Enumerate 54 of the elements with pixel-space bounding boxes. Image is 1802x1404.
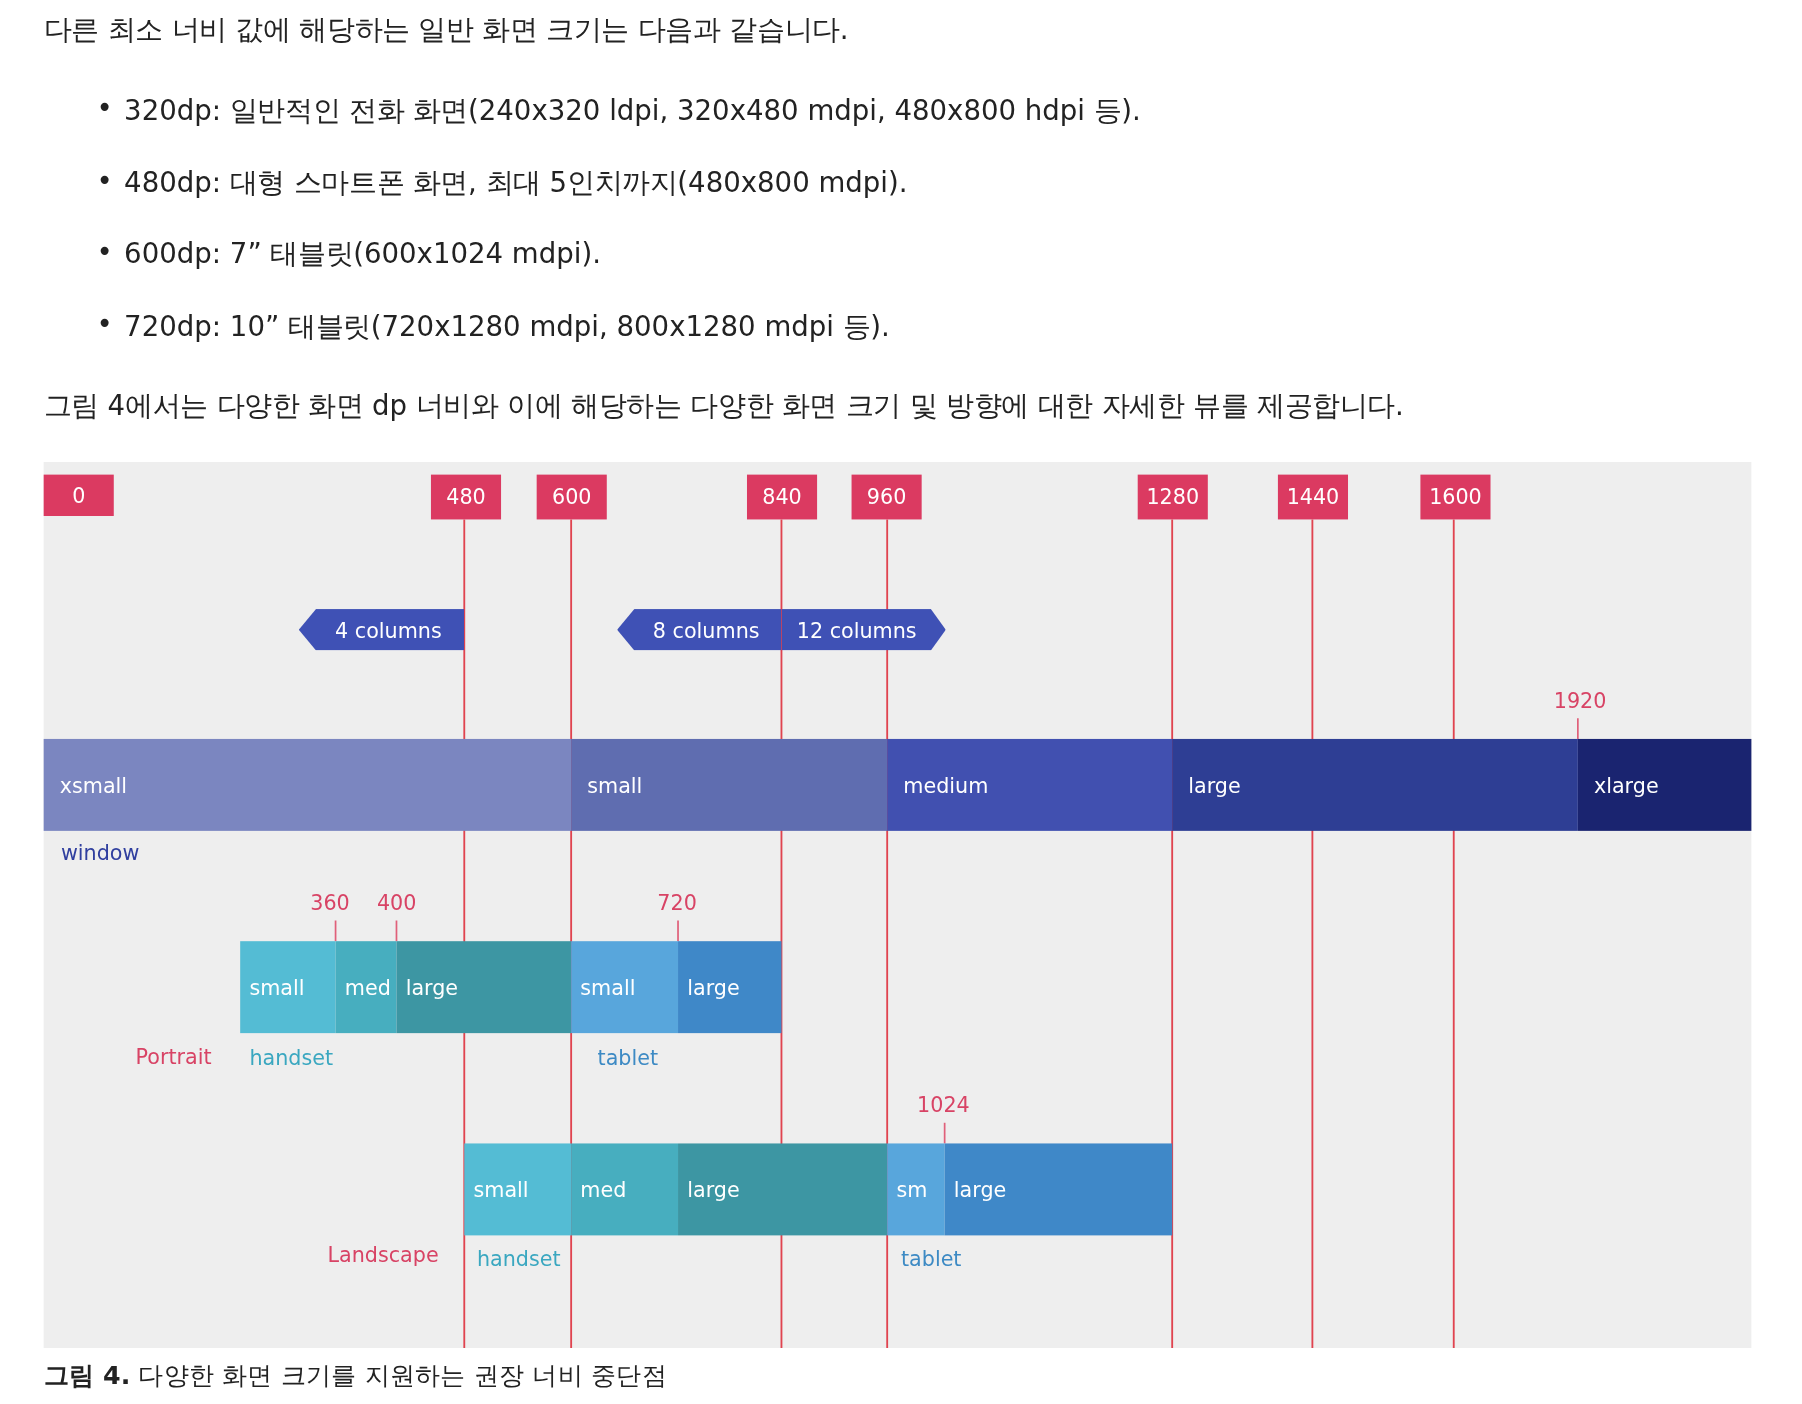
- device-segment: small: [240, 941, 336, 1034]
- bullet-item: 600dp: 7” 태블릿(600x1024 mdpi).: [124, 236, 601, 273]
- leader-line: [395, 919, 398, 943]
- group-label: handset: [249, 1045, 334, 1072]
- window-band: xlarge: [1577, 738, 1752, 831]
- breakpoint-tag: 600: [536, 474, 607, 520]
- bullet-mark: •: [96, 164, 113, 197]
- value-label: 720: [657, 890, 697, 916]
- breakpoint-tag: 1600: [1420, 474, 1491, 520]
- device-segment: med: [571, 1143, 679, 1236]
- bullet-mark: •: [96, 308, 113, 341]
- group-label: tablet: [597, 1045, 659, 1072]
- group-label: handset: [476, 1246, 561, 1273]
- row-label: window: [60, 840, 140, 866]
- window-band: small: [571, 738, 888, 831]
- bullet-item: 480dp: 대형 스마트폰 화면, 최대 5인치까지(480x800 mdpi).: [124, 165, 908, 201]
- leader-line: [1577, 717, 1579, 740]
- device-segment: med: [335, 941, 397, 1034]
- leader-line: [943, 1121, 946, 1145]
- device-segment: small: [571, 941, 679, 1034]
- breakpoint-tag: 840: [747, 474, 818, 520]
- value-label: 400: [376, 890, 417, 916]
- group-label: tablet: [900, 1246, 962, 1273]
- breakpoint-tag: 480: [430, 474, 502, 520]
- window-band: xsmall: [43, 738, 572, 831]
- leader-line: [677, 919, 679, 943]
- column-tag: 12 columns: [781, 609, 946, 651]
- paragraph: 다른 최소 너비 값에 해당하는 일반 화면 크기는 다음과 같습니다.: [43, 12, 849, 48]
- window-band: medium: [887, 738, 1173, 831]
- column-tag: 8 columns: [617, 609, 782, 651]
- row-label: Landscape: [327, 1242, 439, 1268]
- bullet-item: 320dp: 일반적인 전화 화면(240x320 ldpi, 320x480 mdpi, 480x800 hdpi 등).: [124, 93, 1141, 129]
- device-segment: sm: [887, 1143, 945, 1236]
- column-tag: 4 columns: [298, 609, 465, 651]
- row-label: Portrait: [135, 1044, 212, 1070]
- bullet-mark: •: [96, 91, 113, 125]
- breakpoint-tag: 1280: [1137, 474, 1208, 520]
- breakpoint-tag: 0: [43, 474, 114, 516]
- breakpoint-tag: 1440: [1277, 474, 1348, 520]
- value-label: 360: [310, 890, 350, 916]
- leader-line: [334, 919, 337, 943]
- device-segment: large: [678, 941, 782, 1034]
- figure-caption: 그림 4. 다양한 화면 크기를 지원하는 권장 너비 중단점: [43, 1359, 667, 1392]
- value-label: 1920: [1553, 688, 1607, 714]
- breakpoint-tag: 960: [851, 474, 922, 520]
- value-label: 1024: [917, 1092, 970, 1119]
- device-segment: small: [464, 1143, 572, 1236]
- device-segment: large: [396, 941, 572, 1034]
- bullet-item: 720dp: 10” 태블릿(720x1280 mdpi, 800x1280 mdpi 등).: [124, 309, 890, 345]
- device-segment: large: [944, 1143, 1173, 1236]
- device-segment: large: [678, 1143, 888, 1236]
- paragraph: 그림 4에서는 다양한 화면 dp 너비와 이에 해당하는 다양한 화면 크기 및 방향에 대한 자세한 뷰를 제공합니다.: [43, 388, 1404, 424]
- bullet-mark: •: [96, 235, 113, 268]
- window-band: large: [1172, 738, 1578, 831]
